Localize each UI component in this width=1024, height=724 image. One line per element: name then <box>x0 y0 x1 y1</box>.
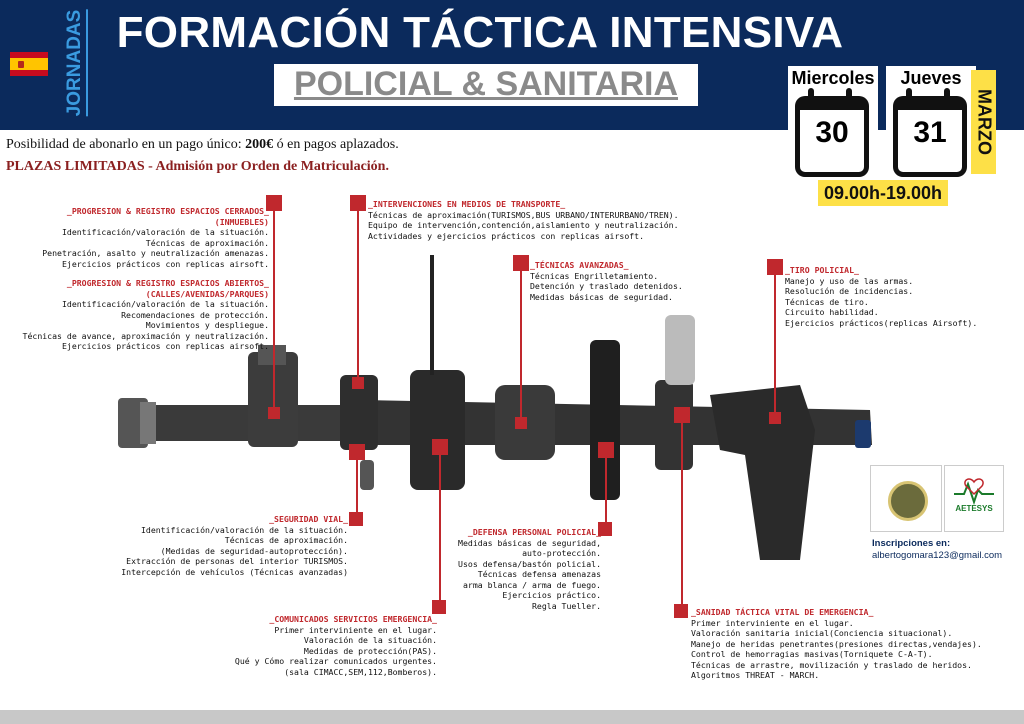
page-subtitle: POLICIAL & SANITARIA <box>274 64 698 106</box>
module-line: Técnicas de tiro. <box>785 296 869 307</box>
module-title: _TÉCNICAS AVANZADAS_ <box>530 260 629 270</box>
limited-places-notice: PLAZAS LIMITADAS - Admisión por Orden de… <box>6 159 389 174</box>
calendar-icon: 30 <box>795 96 869 177</box>
module-line: Técnicas de avance, aproximación y neutr… <box>22 330 269 341</box>
module-line: Detención y traslado detenidos. <box>530 281 683 291</box>
module-line: Técnicas de aproximación. <box>224 535 348 545</box>
module-line: Técnicas de aproximación. <box>145 237 269 248</box>
module-title: _DEFENSA PERSONAL POLICIAL_ <box>467 527 601 537</box>
module-line: Medidas de protección(PAS). <box>303 645 437 656</box>
module-line: Control de hemorragias masivas(Torniquet… <box>691 649 933 659</box>
connector-marker <box>266 195 282 211</box>
module-defensa-personal: _DEFENSA PERSONAL POLICIAL_ Medidas bási… <box>458 527 601 611</box>
module-line: (Medidas de seguridad-autoprotección). <box>160 545 348 556</box>
module-line: Medidas básicas de seguridad, <box>458 537 601 548</box>
aetesys-logo-text: AETESYS <box>955 504 993 513</box>
module-line: Circuito habilidad. <box>785 307 879 317</box>
module-line: Ejercicios práctico. <box>502 590 601 600</box>
module-line: Técnicas de arrastre, movilización y tra… <box>691 659 972 670</box>
module-line: Usos defensa/bastón policial. <box>458 558 601 569</box>
module-line: Manejo y uso de las armas. <box>785 275 914 286</box>
connector-marker <box>513 255 529 271</box>
module-line: Identificación/valoración de la situació… <box>140 524 348 535</box>
module-espacios-abiertos: _PROGRESION & REGISTRO ESPACIOS ABIERTOS… <box>23 278 269 352</box>
module-line: Equipo de intervención,contención,aislam… <box>368 220 679 230</box>
module-medios-transporte: _INTERVENCIONES EN MEDIOS DE TRANSPORTE_… <box>368 199 679 241</box>
module-line: Actividades y ejercicios prácticos con r… <box>368 230 645 241</box>
module-line: Ejercicios prácticos con replicas airsof… <box>61 341 269 351</box>
module-subtitle: (CALLES/AVENIDAS/PARQUES) <box>145 288 269 299</box>
module-title: _COMUNICADOS SERVICIOS EMERGENCIA_ <box>269 614 437 624</box>
module-line: Ejercicios prácticos(replicas Airsoft). <box>785 317 978 328</box>
module-tecnicas-avanzadas: _TÉCNICAS AVANZADAS_ Técnicas Engrilleta… <box>530 260 683 302</box>
module-title: _TIRO POLICIAL_ <box>785 265 859 275</box>
module-line: Algoritmos THREAT - MARCH. <box>691 670 820 680</box>
module-line: Medidas básicas de seguridad. <box>530 291 673 302</box>
module-title: _PROGRESION & REGISTRO ESPACIOS ABIERTOS… <box>66 278 269 288</box>
module-line: Qué y Cómo realizar comunicados urgentes… <box>234 656 437 666</box>
police-emblem-logo <box>870 465 942 532</box>
calendar-date: 31 <box>913 116 947 149</box>
module-comunicados-emergencia: _COMUNICADOS SERVICIOS EMERGENCIA_ Prime… <box>235 614 437 677</box>
heartbeat-icon <box>954 478 994 506</box>
module-line: Movimientos y despliegue. <box>145 320 269 330</box>
module-subtitle: (INMUEBLES) <box>214 216 269 227</box>
module-line: Primer interviniente en el lugar. <box>274 624 437 635</box>
module-line: (sala CIMACC,SEM,112,Bomberos). <box>284 666 437 677</box>
aetesys-logo: AETESYS <box>944 465 1004 532</box>
module-line: Manejo de heridas penetrantes(presiones … <box>691 638 982 649</box>
registration-label: Inscripciones en: <box>872 538 951 549</box>
belt-graphic <box>118 255 872 560</box>
module-title: _PROGRESION & REGISTRO ESPACIOS CERRADOS… <box>66 206 269 216</box>
module-line: Técnicas de aproximación(TURISMOS,BUS UR… <box>368 209 679 220</box>
calendar-icon: 31 <box>893 96 967 177</box>
module-line: Técnicas defensa amenazas <box>477 569 601 579</box>
calendar-weekday: Jueves <box>900 68 962 88</box>
module-line: Extracción de personas del interior TURI… <box>126 556 348 566</box>
calendar-day-1: Miercoles 30 <box>788 66 878 177</box>
month-badge: MARZO <box>971 70 996 174</box>
module-sanidad-tactica: _SANIDAD TÁCTICA VITAL DE EMERGENCIA_ Pr… <box>691 607 982 681</box>
payment-prefix: Posibilidad de abonarlo en un pago único… <box>6 137 246 152</box>
module-line: Valoración sanitaria inicial(Conciencia … <box>691 628 953 638</box>
module-line: Ejercicios prácticos con replicas airsof… <box>61 258 269 269</box>
footer-bar <box>0 710 1024 724</box>
module-espacios-cerrados: _PROGRESION & REGISTRO ESPACIOS CERRADOS… <box>42 206 269 269</box>
payment-amount: 200€ <box>245 137 274 152</box>
hours-badge: 09.00h-19.00h <box>818 180 948 206</box>
module-line: Identificación/valoración de la situació… <box>61 227 269 237</box>
page-title: FORMACIÓN TÁCTICA INTENSIVA <box>116 8 844 57</box>
module-tiro-policial: _TIRO POLICIAL_ Manejo y uso de las arma… <box>785 265 977 328</box>
connector-marker <box>350 195 366 211</box>
calendar-date: 30 <box>815 116 849 149</box>
module-title: _INTERVENCIONES EN MEDIOS DE TRANSPORTE_ <box>368 199 566 209</box>
module-line: Penetración, asalto y neutralización ame… <box>42 248 269 258</box>
spain-flag-icon <box>10 52 48 76</box>
module-line: Identificación/valoración de la situació… <box>61 299 269 309</box>
module-title: _SEGURIDAD VIAL_ <box>269 514 348 524</box>
payment-suffix: ó en pagos aplazados. <box>273 137 399 152</box>
module-seguridad-vial: _SEGURIDAD VIAL_ Identificación/valoraci… <box>121 514 348 577</box>
connector-marker <box>674 407 690 423</box>
calendar-weekday: Miercoles <box>791 68 875 88</box>
connector-marker <box>349 444 365 460</box>
module-line: Resolución de incidencias. <box>785 286 914 296</box>
module-line: Intercepción de vehículos (Técnicas avan… <box>121 566 348 577</box>
module-line: arma blanca / arma de fuego. <box>462 579 601 590</box>
module-title: _SANIDAD TÁCTICA VITAL DE EMERGENCIA_ <box>691 607 874 617</box>
module-line: Regla Tueller. <box>531 600 601 611</box>
calendar-day-2: Jueves 31 <box>886 66 976 177</box>
module-line: Técnicas Engrilletamiento. <box>530 270 659 281</box>
connector-lines <box>266 195 783 618</box>
connector-marker <box>767 259 783 275</box>
module-line: auto-protección. <box>522 548 601 558</box>
payment-info: Posibilidad de abonarlo en un pago único… <box>6 137 399 153</box>
connector-marker <box>598 442 614 458</box>
module-line: Recomendaciones de protección. <box>121 309 269 320</box>
module-line: Primer interviniente en el lugar. <box>691 617 854 628</box>
module-line: Valoración de la situación. <box>303 635 437 645</box>
connector-marker <box>432 439 448 455</box>
registration-email[interactable]: albertogomara123@gmail.com <box>872 550 1003 561</box>
